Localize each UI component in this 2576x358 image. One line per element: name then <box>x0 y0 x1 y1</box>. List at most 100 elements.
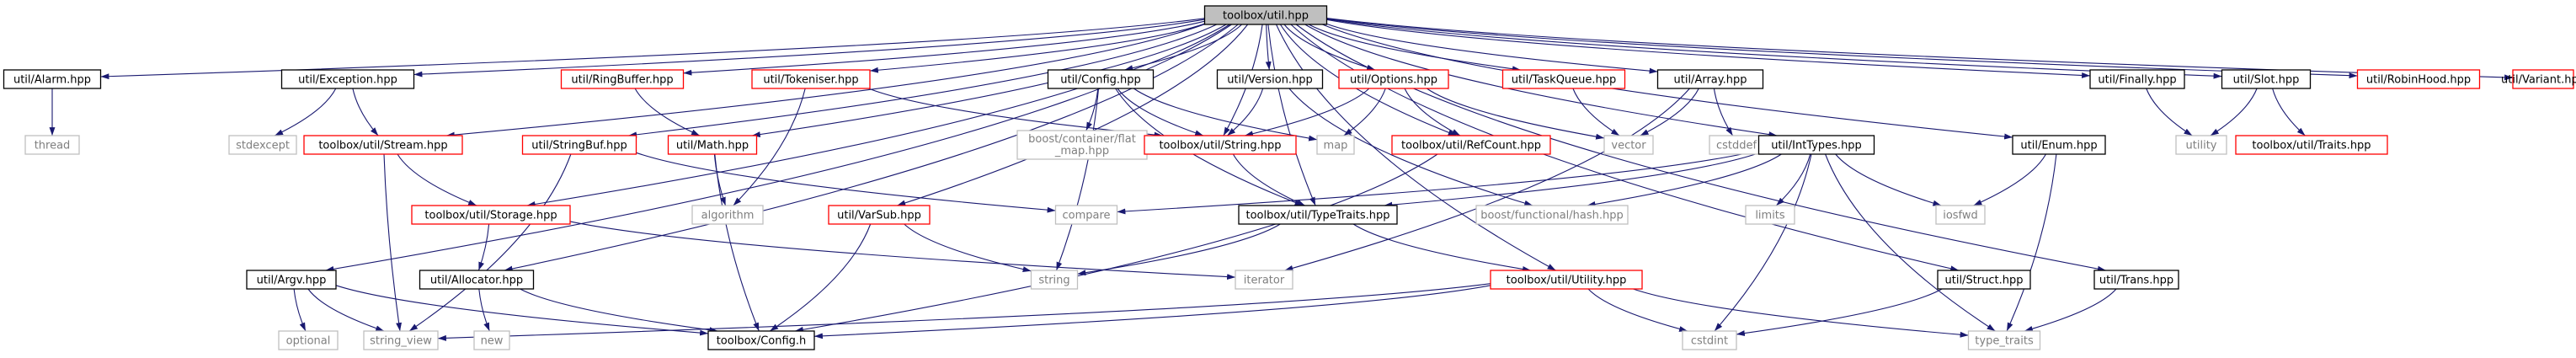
node-label: util/TaskQueue.hpp <box>1512 74 1617 87</box>
node-optional: optional <box>278 330 339 350</box>
node-label: util/Argv.hpp <box>257 275 327 287</box>
node-box <box>521 135 637 155</box>
node-label: util/Math.hpp <box>676 140 749 152</box>
node-vector: vector <box>1603 135 1654 155</box>
node-label: util/Struct.hpp <box>1945 275 2024 287</box>
node-box <box>3 69 102 89</box>
edge-exception-to-stream <box>352 88 379 136</box>
node-util-enum-hpp[interactable]: util/Enum.hpp <box>2012 135 2106 155</box>
edge-tokeniser-to-algorithm <box>733 88 806 206</box>
edge-math-to-algorithm <box>713 153 727 206</box>
node-box <box>278 330 339 350</box>
node-label: algorithm <box>701 210 755 222</box>
node-new: new <box>473 330 510 350</box>
edge-finally-to-utility <box>2146 88 2193 136</box>
node-box <box>2356 69 2481 89</box>
edge-root-to-taskqueue <box>1308 24 1521 72</box>
node-map: map <box>1316 135 1355 155</box>
edge-root-to-stream <box>445 24 1205 138</box>
node-toolbox-util-traits-hpp[interactable]: toolbox/util/Traits.hpp <box>2235 135 2388 155</box>
node-label: boost/functional/hash.hpp <box>1480 210 1624 222</box>
edge-utilityhpp-to-string_view <box>437 283 1491 341</box>
node-toolbox-util-hpp[interactable]: toolbox/util.hpp <box>1203 5 1328 25</box>
edge-varsub-to-toolboxconfig <box>769 223 872 332</box>
node-box <box>1338 69 1449 89</box>
edge-root-to-robinhood <box>1326 18 2358 79</box>
node-util-variant-hpp[interactable]: util/Variant.hpp <box>2501 69 2576 89</box>
edge-version-to-string_hpp <box>1226 88 1264 136</box>
node-toolbox-util-storage-hpp[interactable]: toolbox/util/Storage.hpp <box>411 205 571 225</box>
edge-config-to-string_hpp <box>1117 88 1204 136</box>
edge-stringbuf-to-string_view <box>408 153 572 332</box>
node-util-struct-hpp[interactable]: util/Struct.hpp <box>1937 270 2031 290</box>
edge-inttypes-to-limits <box>1775 153 1811 206</box>
node-util-alarm-hpp[interactable]: util/Alarm.hpp <box>3 69 102 89</box>
edge-root-to-options <box>1283 24 1376 71</box>
edge-exception-to-stdexcept <box>274 88 337 136</box>
node-toolbox-util-typetraits-hpp[interactable]: toolbox/util/TypeTraits.hpp <box>1238 205 1398 225</box>
node-box <box>2093 270 2179 290</box>
node-label: util/Finally.hpp <box>2098 74 2176 87</box>
edge-inttypes-to-type_traits <box>1825 153 1996 332</box>
node-toolbox-util-string-hpp[interactable]: toolbox/util/String.hpp <box>1144 135 1297 155</box>
node-util-tokeniser-hpp[interactable]: util/Tokeniser.hpp <box>751 69 871 89</box>
node-util-finally-hpp[interactable]: util/Finally.hpp <box>2089 69 2185 89</box>
node-util-exception-hpp[interactable]: util/Exception.hpp <box>280 69 415 89</box>
node-util-allocator-hpp[interactable]: util/Allocator.hpp <box>419 270 535 290</box>
edge-enum-to-type_traits <box>2006 153 2057 332</box>
node-label: toolbox/util/RefCount.hpp <box>1401 140 1541 152</box>
node-box <box>2512 69 2574 89</box>
edge-root-to-alarm <box>100 18 1205 80</box>
node-util-trans-hpp[interactable]: util/Trans.hpp <box>2093 270 2179 290</box>
node-box <box>303 135 463 155</box>
node-toolbox-util-stream-hpp[interactable]: toolbox/util/Stream.hpp <box>303 135 463 155</box>
node-box <box>1501 69 1626 89</box>
node-util-argv-hpp[interactable]: util/Argv.hpp <box>246 270 337 290</box>
node-thread: thread <box>24 135 80 155</box>
edge-root-to-array <box>1326 23 1658 74</box>
node-label: toolbox/util.hpp <box>1223 10 1309 23</box>
node-label: util/Enum.hpp <box>2020 140 2097 152</box>
node-util-inttypes-hpp[interactable]: util/IntTypes.hpp <box>1757 135 1875 155</box>
node-util-robinhood-hpp[interactable]: util/RobinHood.hpp <box>2356 69 2481 89</box>
node-util-version-hpp[interactable]: util/Version.hpp <box>1216 69 1324 89</box>
node-label: util/StringBuf.hpp <box>531 140 627 152</box>
node-util-options-hpp[interactable]: util/Options.hpp <box>1338 69 1449 89</box>
node-toolbox-config-h[interactable]: toolbox/Config.h <box>707 330 815 350</box>
node-label: util/Slot.hpp <box>2233 74 2300 87</box>
node-box <box>1316 135 1355 155</box>
node-limits: limits <box>1745 205 1795 225</box>
node-label: util/RobinHood.hpp <box>2366 74 2471 87</box>
node-label: vector <box>1611 140 1646 152</box>
node-label: util/Allocator.hpp <box>430 275 523 287</box>
node-box <box>246 270 337 290</box>
node-box <box>2175 135 2227 155</box>
node-util-slot-hpp[interactable]: util/Slot.hpp <box>2221 69 2312 89</box>
node-util-config-hpp[interactable]: util/Config.hpp <box>1047 69 1155 89</box>
node-util-array-hpp[interactable]: util/Array.hpp <box>1656 69 1764 89</box>
node-util-math-hpp[interactable]: util/Math.hpp <box>667 135 758 155</box>
edge-config-to-map <box>1133 88 1318 142</box>
edge-config-to-boostflatmap <box>1085 88 1099 131</box>
node-util-ringbuffer-hpp[interactable]: util/RingBuffer.hpp <box>560 69 685 89</box>
node-toolbox-util-refcount-hpp[interactable]: toolbox/util/RefCount.hpp <box>1391 135 1551 155</box>
node-toolbox-util-utility-hpp[interactable]: toolbox/util/Utility.hpp <box>1490 270 1643 290</box>
node-label: map <box>1324 140 1348 152</box>
node-box <box>691 205 764 225</box>
edge-storage-to-iterator <box>569 221 1236 281</box>
node-label: util/Options.hpp <box>1350 74 1437 87</box>
edge-inttypes-to-compare <box>1117 150 1759 215</box>
node-util-stringbuf-hpp[interactable]: util/StringBuf.hpp <box>521 135 637 155</box>
node-util-taskqueue-hpp[interactable]: util/TaskQueue.hpp <box>1501 69 1626 89</box>
node-label: util/Version.hpp <box>1227 74 1313 87</box>
node-util-varsub-hpp[interactable]: util/VarSub.hpp <box>828 205 931 225</box>
edge-inttypes-to-cstdint <box>1714 153 1812 332</box>
node-box <box>280 69 415 89</box>
edge-enum-to-iosfwd <box>1973 153 2046 206</box>
edge-root-to-allocator <box>504 24 1239 272</box>
edge-string_hpp-to-typetraits <box>1232 153 1305 206</box>
edge-root-to-config <box>1124 24 1242 72</box>
node-iterator: iterator <box>1235 270 1293 290</box>
edge-array-to-vector <box>1640 88 1699 136</box>
node-label: util/Array.hpp <box>1674 74 1747 87</box>
